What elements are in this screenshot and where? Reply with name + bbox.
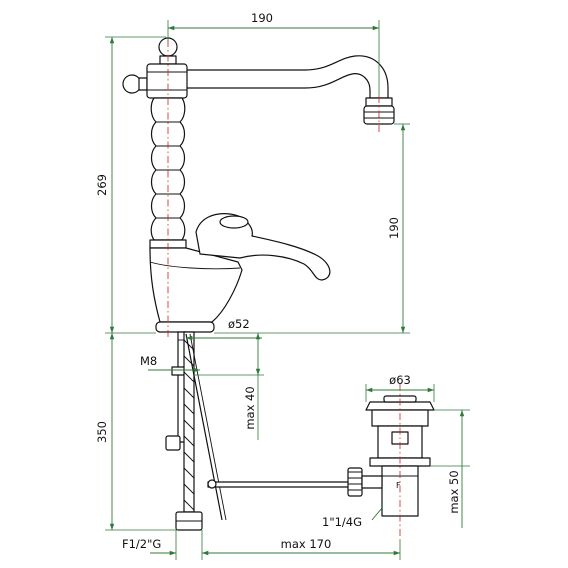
dimension-lines [105, 20, 470, 560]
pull-rod-diagonal [185, 333, 223, 521]
label-total-height: 269 [95, 174, 109, 196]
pull-rod [207, 481, 359, 488]
spout-arm [169, 55, 389, 99]
faucet-assembly [122, 37, 395, 340]
label-rod-thread: M8 [140, 354, 157, 368]
label-waste-thread: 1"1/4G [322, 515, 362, 529]
dim-waste-thread-leader [371, 507, 383, 521]
linkage-sleeve [361, 475, 383, 489]
faucet-base [155, 321, 215, 333]
label-hose-length: 350 [95, 421, 109, 443]
svg-text:F: F [396, 481, 401, 490]
mixer-body [149, 247, 243, 323]
label-hose-thread: F1/2"G [122, 537, 161, 551]
label-base-diameter: ø52 [228, 317, 250, 331]
column-head [146, 63, 188, 99]
label-spout-reach: 190 [251, 11, 273, 25]
side-knob [122, 74, 142, 94]
label-waste-max: max 50 [447, 470, 461, 513]
label-spout-height: 190 [387, 217, 401, 239]
label-pull-rod-max: max 170 [281, 537, 332, 551]
under-counter-parts: F [165, 331, 435, 540]
label-rod-max: max 40 [243, 386, 257, 429]
lever-handle [195, 213, 331, 281]
label-waste-diameter: ø63 [389, 373, 411, 387]
lever-cap [219, 215, 249, 229]
dimension-labels: 190 269 190 ø52 M8 max 40 350 ø63 max 50… [95, 11, 461, 551]
